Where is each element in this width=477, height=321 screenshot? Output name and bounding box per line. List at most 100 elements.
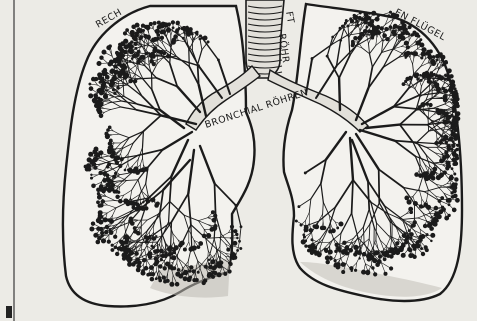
alveolus	[117, 247, 120, 250]
alveolus	[436, 59, 439, 62]
alveolus	[151, 245, 153, 247]
alveolus	[351, 40, 354, 43]
alveolus	[411, 225, 414, 228]
alveolus	[109, 148, 114, 153]
alveolus	[445, 112, 448, 115]
alveolus	[420, 56, 423, 59]
alveolus	[295, 220, 298, 223]
alveolus	[380, 27, 384, 31]
alveolus	[454, 92, 456, 94]
alveolus	[148, 237, 150, 239]
alveolus	[144, 266, 149, 271]
alveolus	[450, 75, 454, 79]
alveolus	[163, 276, 165, 278]
alveolus	[389, 250, 392, 253]
alveolus	[132, 206, 136, 210]
alveolus	[396, 251, 399, 254]
alveolus	[204, 265, 208, 269]
alveolus	[325, 249, 328, 252]
alveolus	[109, 189, 111, 191]
alveolus	[149, 265, 153, 269]
alveolus	[451, 144, 455, 148]
alveolus	[130, 46, 132, 48]
alveolus	[96, 200, 100, 204]
alveolus	[135, 47, 137, 49]
bronchiole	[189, 50, 190, 67]
alveolus	[114, 65, 118, 69]
alveolus	[354, 37, 356, 39]
alveolus	[445, 167, 449, 171]
alveolus	[452, 126, 456, 130]
alveolus	[137, 268, 140, 271]
alveolus	[238, 240, 241, 243]
alveolus	[107, 178, 110, 181]
alveolus	[211, 260, 215, 264]
alveolus	[426, 233, 429, 236]
alveolus	[139, 36, 143, 40]
alveolus	[172, 26, 175, 29]
alveolus	[107, 240, 111, 244]
alveolus	[170, 256, 173, 259]
alveolus	[419, 74, 421, 76]
alveolus	[210, 228, 213, 231]
alveolus	[408, 253, 413, 258]
alveolus	[354, 17, 357, 20]
alveolus	[188, 270, 191, 273]
alveolus	[434, 206, 437, 209]
alveolus	[175, 246, 178, 249]
alveolus	[435, 83, 439, 87]
alveolus	[206, 233, 211, 238]
alveolus	[388, 14, 391, 17]
alveolus	[304, 172, 307, 175]
alveolus	[114, 92, 117, 95]
alveolus	[156, 30, 159, 33]
alveolus	[100, 57, 102, 59]
alveolus	[163, 52, 166, 55]
alveolus	[392, 32, 397, 37]
alveolus	[372, 11, 376, 15]
alveolus	[166, 252, 168, 254]
alveolus	[118, 47, 122, 51]
alveolus	[239, 247, 242, 250]
alveolus	[161, 255, 164, 258]
alveolus	[212, 218, 217, 223]
alveolus	[411, 34, 414, 37]
alveolus	[395, 241, 399, 245]
alveolus	[124, 40, 127, 43]
alveolus	[234, 230, 237, 233]
alveolus	[89, 83, 92, 86]
alveolus	[166, 28, 170, 32]
alveolus	[108, 126, 112, 130]
alveolus	[189, 30, 193, 34]
alveolus	[152, 236, 157, 241]
alveolus	[101, 86, 105, 90]
alveolus	[311, 57, 314, 60]
alveolus	[370, 256, 372, 258]
alveolus	[384, 272, 388, 276]
alveolus	[183, 277, 187, 281]
alveolus	[111, 81, 115, 85]
alveolus	[444, 172, 446, 174]
alveolus	[154, 250, 158, 254]
alveolus	[145, 52, 149, 56]
alveolus	[455, 97, 459, 101]
alveolus	[436, 175, 440, 179]
alveolus	[443, 157, 445, 159]
alveolus	[111, 244, 113, 246]
alveolus	[373, 251, 377, 255]
alveolus	[136, 264, 141, 269]
alveolus	[334, 259, 337, 262]
alveolus	[302, 234, 305, 237]
alveolus	[157, 21, 161, 25]
alveolus	[362, 252, 366, 256]
alveolus	[313, 224, 317, 228]
alveolus	[198, 241, 203, 246]
alveolus	[429, 103, 433, 107]
alveolus	[116, 196, 119, 199]
alveolus	[122, 241, 125, 244]
alveolus	[403, 32, 406, 35]
alveolus	[314, 252, 317, 255]
alveolus	[452, 208, 457, 213]
alveolus	[300, 224, 303, 227]
alveolus	[211, 210, 215, 214]
